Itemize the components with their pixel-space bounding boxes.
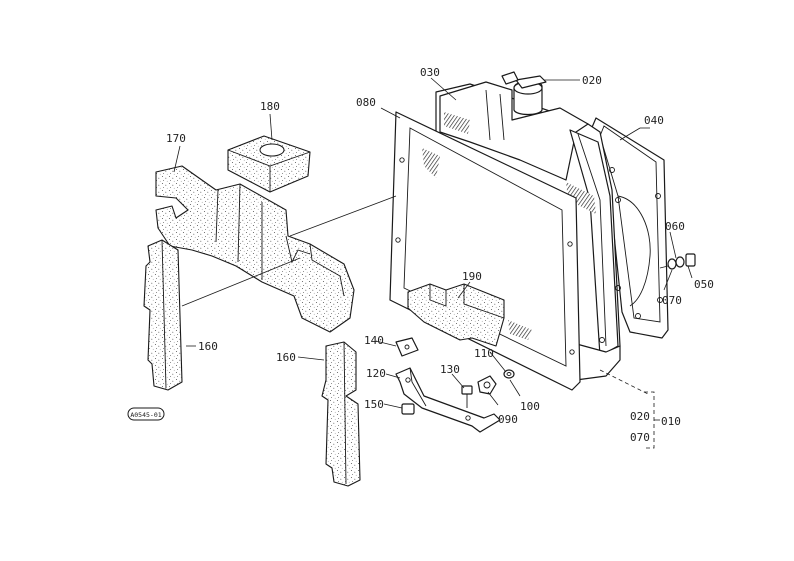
label-040: 040 [644, 114, 664, 127]
leader-lines [173, 77, 693, 449]
clip-140 [395, 337, 419, 357]
label-100: 100 [520, 400, 540, 413]
label-140: 140 [364, 334, 384, 347]
label-160-left: 160 [198, 340, 218, 353]
label-190: 190 [462, 270, 482, 283]
wing-nut-090 [477, 375, 497, 395]
label-060: 060 [665, 220, 685, 233]
part-labels: 030 020 040 080 180 170 190 060 050 070 … [166, 66, 714, 444]
fasteners-050-060-070 [659, 253, 696, 270]
radiator-cap [501, 71, 547, 89]
label-170: 170 [166, 132, 186, 145]
foam-strip-160-right [321, 341, 361, 487]
label-010: 010 [661, 415, 681, 428]
label-160-right: 160 [276, 351, 296, 364]
foam-block-170 [155, 165, 355, 333]
label-120: 120 [366, 367, 386, 380]
bolt-150 [401, 403, 415, 415]
label-070-kit: 070 [630, 431, 650, 444]
washer-100 [503, 369, 515, 379]
drawing-number-stamp: A0545-01 [127, 407, 165, 421]
label-110: 110 [474, 347, 494, 360]
label-130: 130 [440, 363, 460, 376]
bolt-130 [461, 385, 473, 408]
foam-block-180 [227, 135, 311, 193]
stamp-text: A0545-01 [130, 411, 161, 419]
label-180: 180 [260, 100, 280, 113]
label-070: 070 [662, 294, 682, 307]
label-020-kit: 020 [630, 410, 650, 423]
label-030: 030 [420, 66, 440, 79]
label-050: 050 [694, 278, 714, 291]
foam-strip-160-left [143, 239, 183, 391]
label-020: 020 [582, 74, 602, 87]
label-080: 080 [356, 96, 376, 109]
foam-pad-190 [407, 283, 505, 347]
bracket-120 [395, 367, 501, 433]
label-090: 090 [498, 413, 518, 426]
label-150: 150 [364, 398, 384, 411]
